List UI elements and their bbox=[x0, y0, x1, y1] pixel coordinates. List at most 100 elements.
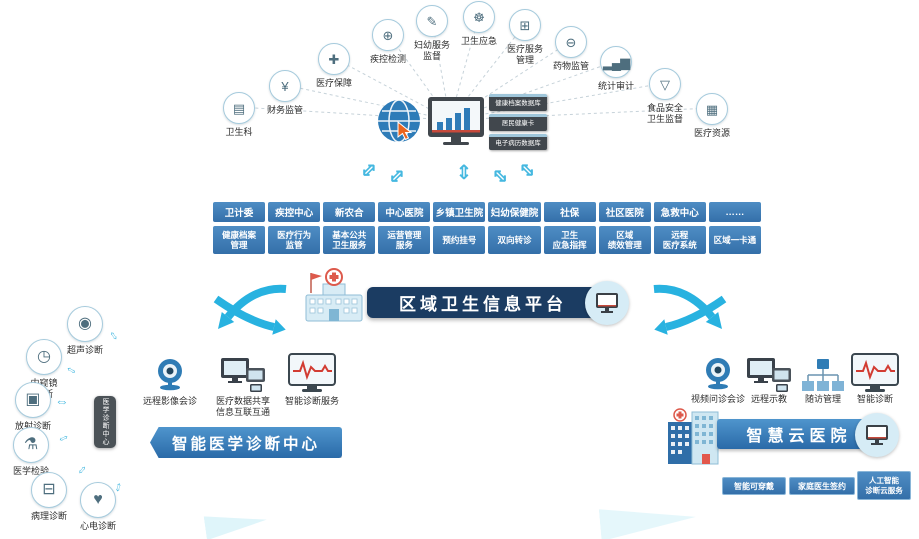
bar-chart-icon: ▂▄▆ bbox=[599, 46, 632, 78]
service-button[interactable]: 运营管理 服务 bbox=[378, 226, 431, 254]
node-medical-insurance: ✚ 医疗保障 bbox=[316, 43, 352, 89]
modality-radiology: ▣ 放射诊断 bbox=[14, 382, 51, 432]
node-label: 统计审计 bbox=[597, 81, 635, 91]
org-button[interactable]: 妇幼保健院 bbox=[488, 202, 541, 222]
node-label: 卫生应急 bbox=[460, 36, 498, 46]
ultrasound-icon: ◉ bbox=[66, 306, 103, 342]
platform-monitor-badge bbox=[585, 281, 629, 325]
dashboard-monitor-icon bbox=[428, 97, 484, 145]
shared-monitors-icon bbox=[221, 358, 265, 392]
modality-ultrasound: ◉ 超声诊断 bbox=[66, 306, 103, 356]
service-label: 医疗数据共享 信息互联互通 bbox=[215, 396, 271, 417]
target-cross-icon: ⊕ bbox=[371, 19, 404, 51]
node-health-emergency: ☸ 卫生应急 bbox=[461, 1, 497, 47]
pill-icon: ⊖ bbox=[554, 26, 587, 58]
exchange-arrow-icon: ⇔ bbox=[54, 392, 70, 410]
monitor-icon bbox=[866, 425, 888, 445]
service-button[interactable]: 远程 医疗系统 bbox=[653, 226, 706, 254]
org-button[interactable]: 社区医院 bbox=[598, 202, 651, 222]
service-button[interactable]: 基本公共 卫生服务 bbox=[323, 226, 376, 254]
webcam-icon bbox=[706, 358, 730, 390]
flask-icon: ⚗ bbox=[12, 427, 49, 463]
heart-icon: ♥ bbox=[79, 482, 116, 518]
diagnosis-center-banner: 智能医学诊断中心 bbox=[150, 427, 342, 458]
node-medical-resources: ▦ 医疗资源 bbox=[694, 93, 730, 139]
org-button[interactable]: 疾控中心 bbox=[268, 202, 321, 222]
node-label: 妇幼服务 监督 bbox=[413, 40, 451, 61]
modality-pathology: ⊟ 病理诊断 bbox=[30, 472, 67, 522]
node-finance-supervision: ¥ 财务监管 bbox=[267, 70, 303, 116]
cloud-hospital-banner: 智慧云医院 bbox=[717, 419, 881, 449]
screen-icon: ⊟ bbox=[30, 472, 67, 508]
service-button[interactable]: 双向转诊 bbox=[488, 226, 541, 254]
cursor-icon bbox=[397, 121, 413, 141]
resident-health-card: 居民健康卡 bbox=[489, 113, 547, 131]
webcam-icon bbox=[158, 359, 182, 391]
node-maternal-child-service: ✎ 妇幼服务 监督 bbox=[414, 5, 450, 62]
service-label: 智能诊断服务 bbox=[284, 396, 340, 406]
service-label: 视频问诊会诊 bbox=[690, 394, 746, 404]
yuan-icon: ¥ bbox=[268, 70, 301, 102]
node-label: 财务监管 bbox=[266, 105, 304, 115]
platform-title-banner: 区域卫生信息平台 bbox=[367, 287, 599, 318]
service-button[interactable]: 医疗行为 监管 bbox=[268, 226, 321, 254]
node-label: 医疗保障 bbox=[315, 78, 353, 88]
org-button[interactable]: 乡镇卫生院 bbox=[433, 202, 486, 222]
service-label: 远程示教 bbox=[750, 394, 788, 404]
organization-row: 卫计委 疾控中心 新农合 中心医院 乡镇卫生院 妇幼保健院 社保 社区医院 急救… bbox=[213, 202, 761, 222]
services-row: 健康档案 管理 医疗行为 监管 基本公共 卫生服务 运营管理 服务 预约挂号 双… bbox=[213, 226, 761, 254]
org-button[interactable]: 卫计委 bbox=[213, 202, 266, 222]
ambulance-icon: ⊞ bbox=[508, 9, 541, 41]
service-label: 远程影像会诊 bbox=[142, 396, 198, 406]
org-button[interactable]: 中心医院 bbox=[378, 202, 431, 222]
org-chart-icon bbox=[802, 359, 844, 391]
health-records-database: 健康档案数据库 bbox=[489, 94, 547, 111]
service-label: 随访管理 bbox=[804, 394, 842, 404]
node-label: 疾控检测 bbox=[369, 54, 407, 64]
ecg-monitor-icon bbox=[851, 353, 899, 392]
endoscope-icon: ◷ bbox=[26, 339, 62, 375]
wearable-button[interactable]: 智能可穿戴 bbox=[722, 477, 786, 495]
goblet-icon: ▽ bbox=[648, 68, 681, 100]
modality-ecg: ♥ 心电诊断 bbox=[79, 482, 116, 532]
family-doctor-button[interactable]: 家庭医生签约 bbox=[789, 477, 855, 495]
service-button[interactable]: 卫生 应急指挥 bbox=[543, 226, 596, 254]
wheel-icon: ☸ bbox=[462, 1, 495, 33]
exchange-arrows-right-icon bbox=[653, 284, 727, 335]
service-button[interactable]: 区域一卡通 bbox=[708, 226, 761, 254]
clipboard-icon: ✎ bbox=[415, 5, 448, 37]
org-button[interactable]: 新农合 bbox=[323, 202, 376, 222]
org-button[interactable]: 急救中心 bbox=[653, 202, 706, 222]
hospital-building-icon bbox=[305, 268, 363, 322]
database-stack: 健康档案数据库 居民健康卡 电子病历数据库 bbox=[489, 94, 547, 153]
service-button[interactable]: 健康档案 管理 bbox=[213, 226, 266, 254]
monitor-icon bbox=[596, 293, 618, 313]
node-label: 医疗服务 管理 bbox=[506, 44, 544, 65]
org-button[interactable]: …… bbox=[708, 202, 761, 222]
service-button[interactable]: 预约挂号 bbox=[433, 226, 486, 254]
teaching-monitors-icon bbox=[747, 358, 791, 392]
ai-cloud-diagnosis-button[interactable]: 人工智能 诊断云服务 bbox=[857, 471, 911, 500]
node-statistics-audit: ▂▄▆ 统计审计 bbox=[598, 46, 634, 92]
node-label: 医疗资源 bbox=[693, 128, 731, 138]
cloud-hospital-monitor-badge bbox=[855, 413, 899, 457]
service-label: 智能诊断 bbox=[856, 394, 894, 404]
exchange-arrows-left-icon bbox=[213, 284, 287, 335]
service-button[interactable]: 区域 绩效管理 bbox=[598, 226, 651, 254]
emr-database: 电子病历数据库 bbox=[489, 133, 547, 151]
node-label: 药物监管 bbox=[552, 61, 590, 71]
records-icon: ▤ bbox=[223, 92, 255, 124]
node-label: 食品安全 卫生监督 bbox=[646, 103, 684, 124]
node-label: 卫生科 bbox=[225, 127, 253, 137]
modality-lab-test: ⚗ 医学检验 bbox=[12, 427, 49, 477]
org-button[interactable]: 社保 bbox=[543, 202, 596, 222]
node-drug-supervision: ⊖ 药物监管 bbox=[553, 26, 589, 72]
node-health-bureau: ▤ 卫生科 bbox=[223, 92, 255, 138]
xray-film-icon: ▣ bbox=[14, 382, 51, 418]
exchange-arrow-icon: ⇕ bbox=[455, 162, 473, 184]
node-medical-service-mgmt: ⊞ 医疗服务 管理 bbox=[507, 9, 543, 66]
cloud-hospital-building-icon bbox=[668, 408, 719, 465]
ecg-monitor-icon bbox=[288, 353, 336, 392]
